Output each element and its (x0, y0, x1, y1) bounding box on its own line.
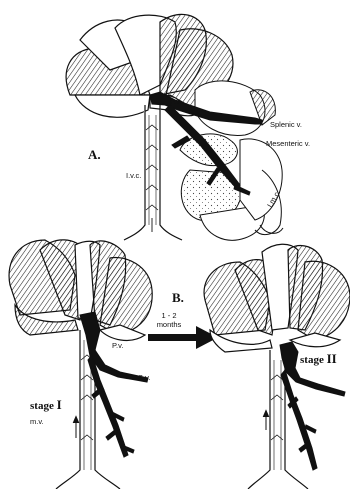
stage-two-numeral: II (327, 351, 337, 366)
stage-two-label: stage II (300, 352, 337, 366)
mesenteric-vein-label-stage-one: m.v. (30, 418, 44, 426)
panel-a-letter: A. (88, 148, 101, 161)
panel-b-stage-one-illustration (9, 240, 152, 489)
intestines-a (180, 81, 283, 240)
liver-stage-one (9, 240, 152, 341)
stage-two-word: stage (300, 354, 324, 366)
panel-b-letter: B. (172, 291, 184, 304)
splenic-vein-label-stage-one: S.v. (138, 374, 150, 382)
stage-one-label: stage I (30, 398, 62, 412)
duration-line-2: months (148, 321, 190, 330)
stage-one-numeral: I (57, 397, 62, 412)
mesenteric-vein-label-a: Mesenteric v. (266, 140, 310, 148)
stage-one-word: stage (30, 400, 54, 412)
portal-vein-label-stage-one: P.v. (112, 342, 123, 350)
liver-stage-two (204, 244, 350, 352)
ivc-label-a: I.v.c. (126, 172, 141, 180)
panel-a-illustration (66, 14, 283, 240)
portal-vein-label-a: P.v. (170, 98, 181, 106)
duration-label: 1 - 2 months (148, 312, 190, 329)
splenic-vein-label-a: Splenic v. (270, 121, 302, 129)
transition-arrow (148, 326, 218, 349)
panel-b-stage-two-illustration (204, 244, 350, 489)
